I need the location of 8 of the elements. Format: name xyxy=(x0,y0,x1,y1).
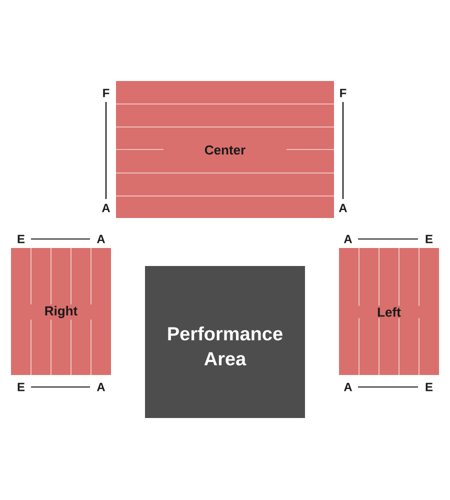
seating-section: Left xyxy=(339,248,439,376)
seating-section: Center xyxy=(116,81,334,218)
row-label: A xyxy=(338,204,348,212)
row-label: A xyxy=(344,234,352,244)
row-label: A xyxy=(102,204,110,212)
seating-section: Right xyxy=(11,248,111,376)
row-label: A xyxy=(96,234,105,244)
stage-area: Performance Area xyxy=(145,266,305,418)
